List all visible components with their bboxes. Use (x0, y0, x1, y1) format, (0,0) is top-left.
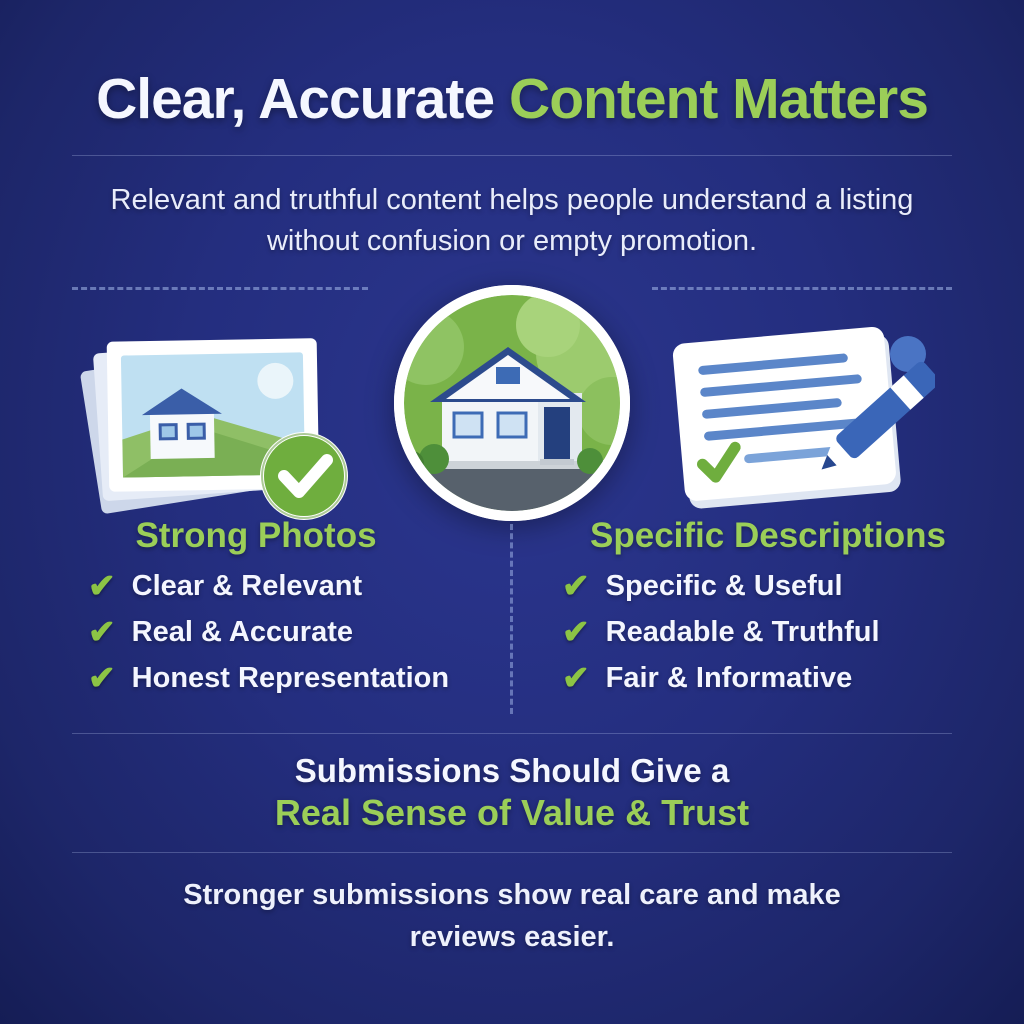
house-circle-illustration (390, 281, 634, 525)
checklist-photos: ✔ Clear & Relevant ✔ Real & Accurate ✔ H… (88, 567, 450, 696)
checklist-item: ✔ Clear & Relevant (88, 567, 449, 604)
notepad-icon (672, 326, 935, 509)
checklist-item-label: Real & Accurate (131, 616, 354, 648)
photo-stack-illustration (80, 318, 360, 528)
footer-heading-line1: Submissions Should Give a (294, 752, 730, 789)
checklist-item-label: Clear & Relevant (131, 570, 363, 602)
photo-stack-icon (80, 338, 348, 520)
checklist-item: ✔ Real & Accurate (88, 613, 449, 650)
check-icon: ✔ (88, 567, 116, 604)
footer-divider-bottom (72, 852, 952, 853)
title-white-part: Clear, Accurate (96, 67, 495, 131)
checklist-item-label: Readable & Truthful (605, 616, 880, 648)
title-green-part: Content Matters (509, 67, 929, 131)
check-icon: ✔ (88, 659, 116, 696)
footer-divider-top (72, 733, 952, 734)
checklist-item: ✔ Fair & Informative (562, 659, 880, 696)
dashed-divider-left (72, 287, 368, 290)
closing-text: Stronger submissions show real care and … (183, 879, 841, 954)
checklist-descriptions: ✔ Specific & Useful ✔ Readable & Truthfu… (562, 567, 880, 696)
check-icon: ✔ (88, 613, 116, 650)
check-icon: ✔ (562, 567, 590, 604)
pencil-icon (821, 361, 935, 470)
checklist-item: ✔ Readable & Truthful (562, 613, 880, 650)
checklist-item: ✔ Specific & Useful (562, 567, 880, 604)
house-icon (394, 285, 630, 521)
checklist-item-label: Specific & Useful (605, 570, 843, 602)
title-divider (72, 155, 952, 156)
column-heading-photos: Strong Photos (135, 516, 377, 555)
checklist-item-label: Honest Representation (131, 662, 450, 694)
footer-heading-line2: Real Sense of Value & Trust (274, 792, 750, 833)
check-badge-icon (260, 432, 348, 520)
checklist-item: ✔ Honest Representation (88, 659, 450, 696)
column-heading-descriptions: Specific Descriptions (590, 516, 946, 555)
dashed-divider-right (652, 287, 952, 290)
notepad-illustration (665, 320, 935, 520)
check-icon: ✔ (562, 613, 590, 650)
subtitle-text: Relevant and truthful content helps peop… (110, 184, 914, 258)
vertical-dashed-divider (510, 524, 513, 714)
checklist-item-label: Fair & Informative (605, 662, 853, 694)
check-icon: ✔ (562, 659, 590, 696)
